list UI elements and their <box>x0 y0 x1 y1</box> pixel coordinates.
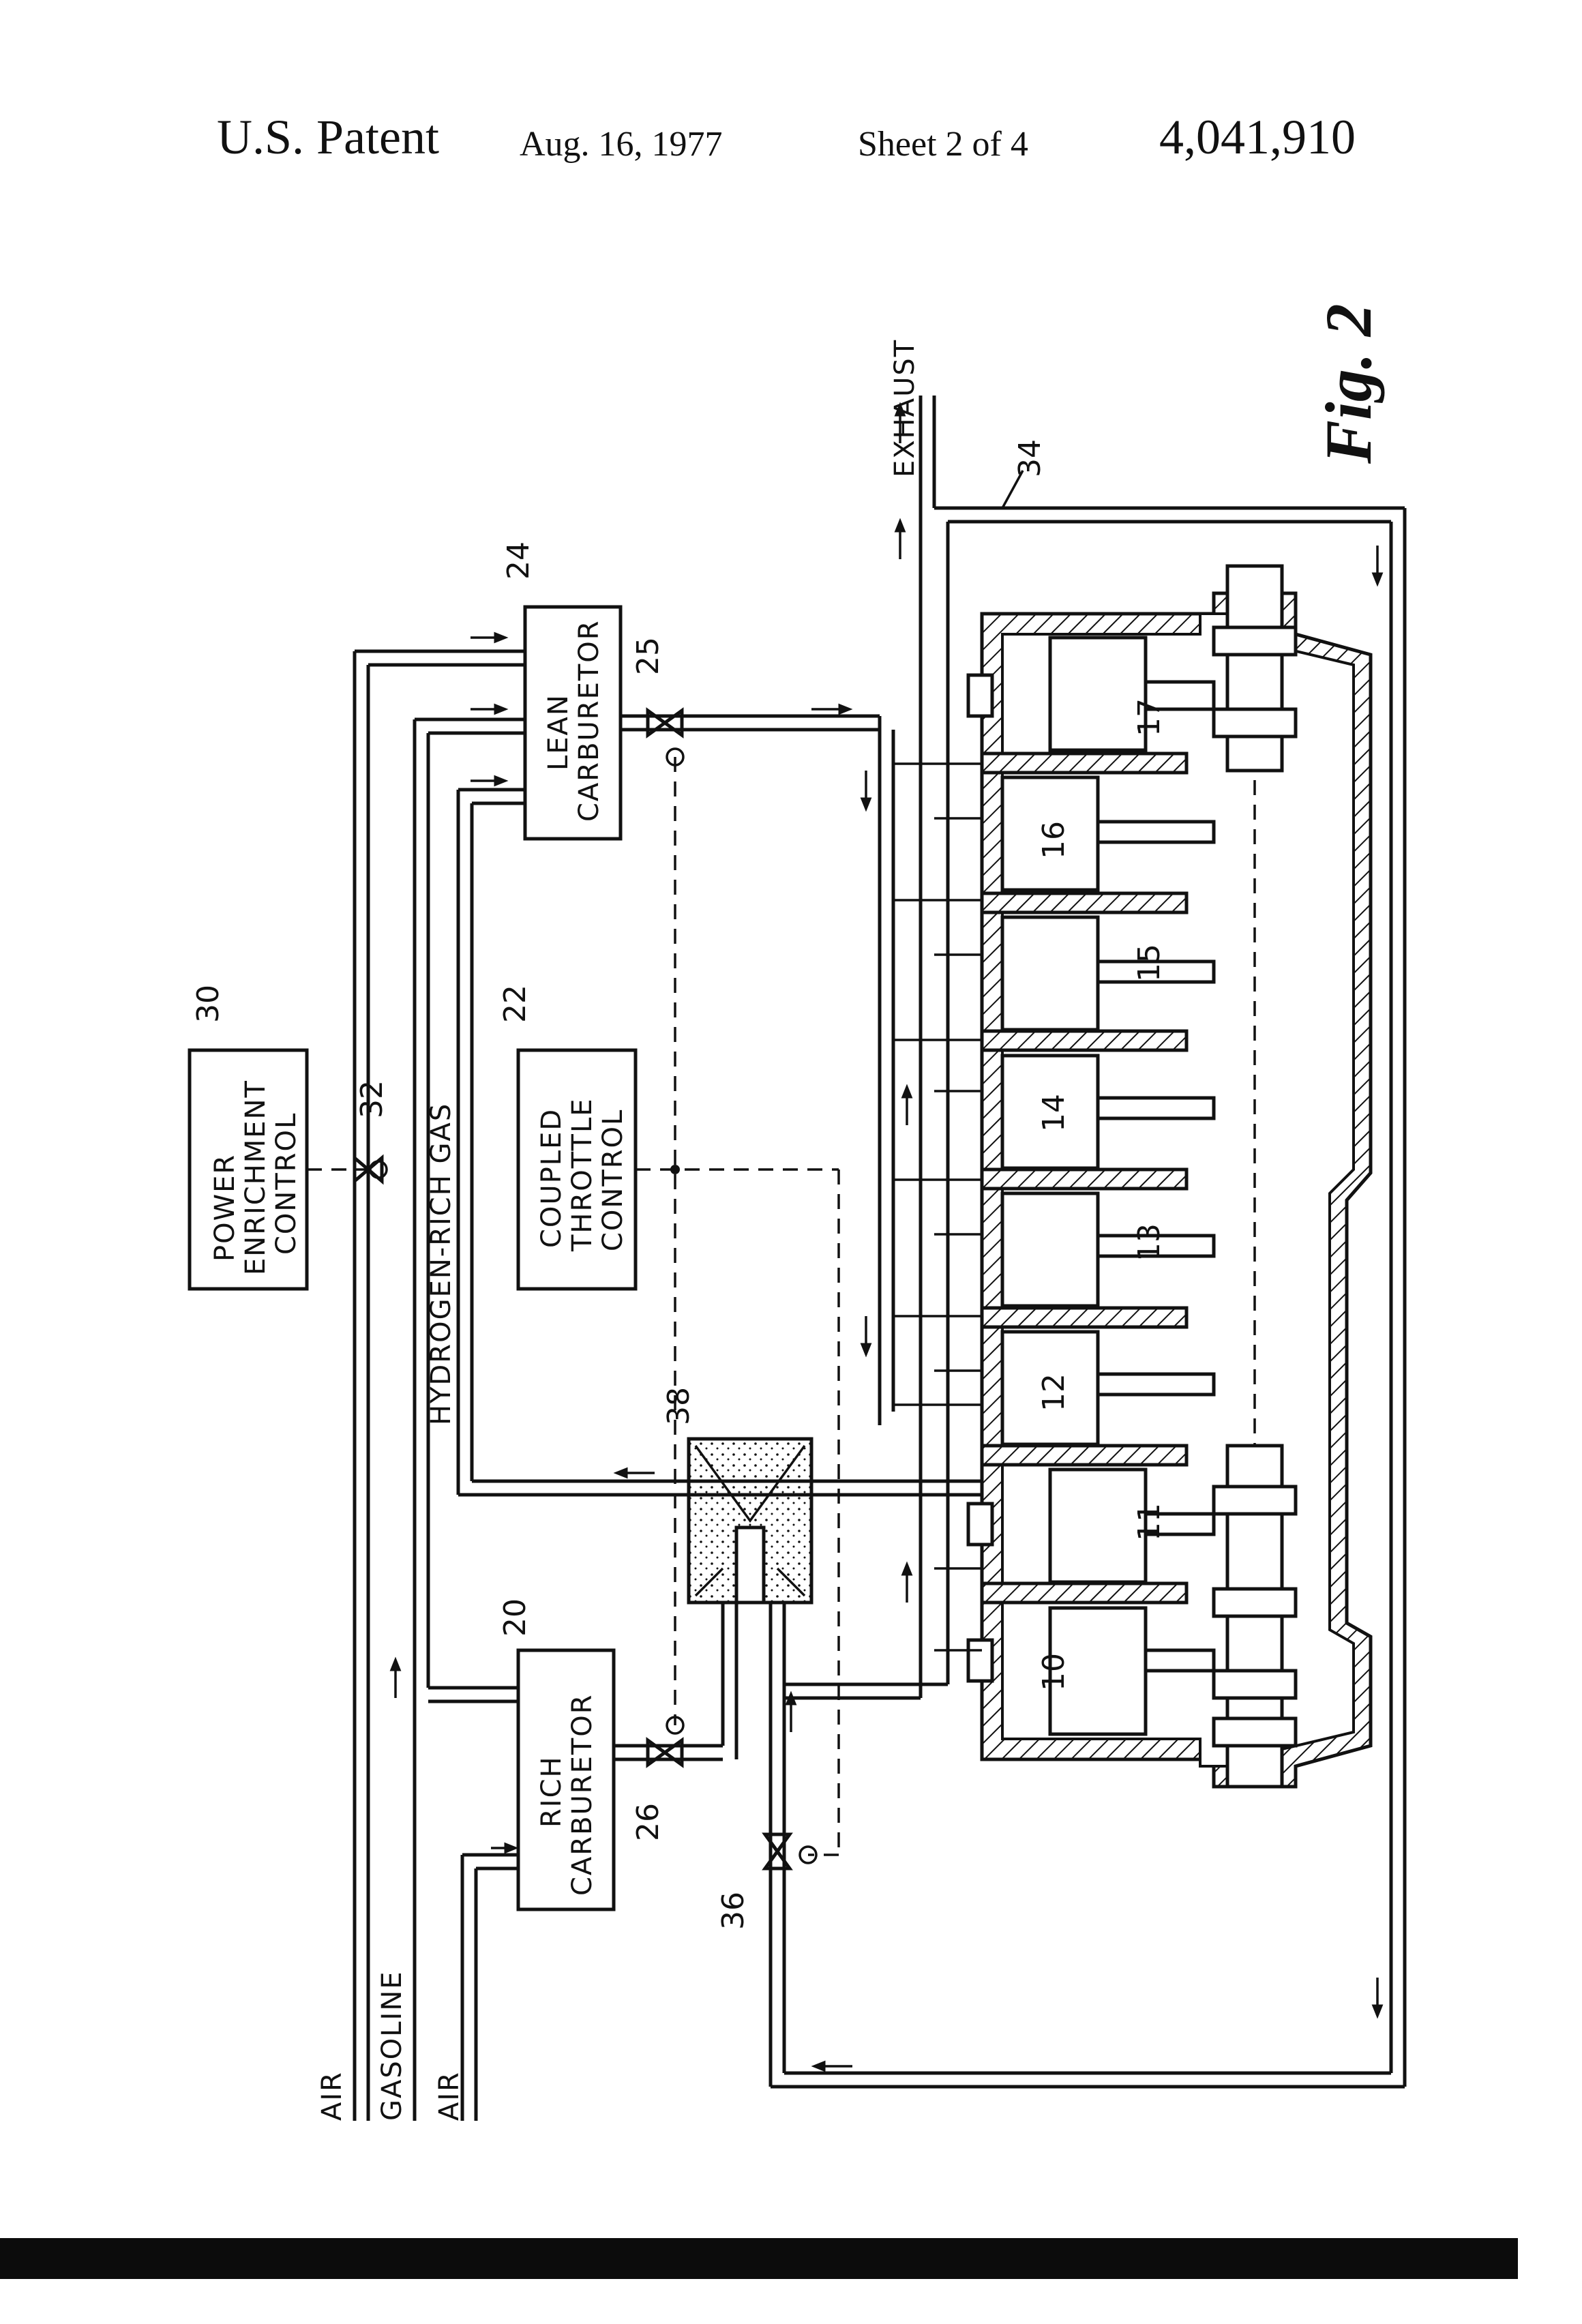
bottom-border-bar <box>0 2238 1518 2279</box>
ref-36: 36 <box>716 1892 751 1930</box>
cylinder-15: 15 <box>1132 944 1167 982</box>
lean-carb-line-1: LEAN <box>543 694 574 771</box>
gasoline-label: GASOLINE <box>376 1970 408 2121</box>
power-enrichment-control: POWER ENRICHMENT CONTROL 30 <box>190 985 307 1289</box>
rich-carb-line-1: RICH <box>536 1755 567 1828</box>
cylinder-16: 16 <box>1036 821 1071 859</box>
cylinder-14: 14 <box>1036 1094 1071 1132</box>
valve-36: 36 <box>716 1834 816 1930</box>
cylinder-12: 12 <box>1036 1373 1071 1412</box>
figure-label: Fig. 2 <box>1312 303 1385 464</box>
power-enrichment-line-1: POWER <box>209 1154 241 1262</box>
air-bottom-label: AIR <box>434 2071 465 2121</box>
coupled-throttle-line-1: COUPLED <box>536 1108 567 1248</box>
cylinder-13: 13 <box>1132 1223 1167 1262</box>
ref-22: 22 <box>498 985 533 1023</box>
ref-34: 34 <box>1013 439 1047 477</box>
hydrogen-gas-label: HYDROGEN-RICH GAS <box>426 1103 457 1425</box>
cylinder-17: 17 <box>1132 698 1167 736</box>
power-enrichment-line-2: ENRICHMENT <box>240 1079 271 1275</box>
lean-carb-line-2: CARBURETOR <box>573 619 605 822</box>
cylinder-11: 11 <box>1132 1503 1167 1541</box>
valve-26: 26 <box>631 1717 683 1841</box>
ref-25: 25 <box>631 637 666 675</box>
ref-30: 30 <box>191 985 226 1023</box>
air-top-label: AIR <box>316 2071 348 2121</box>
ref-38: 38 <box>661 1387 696 1425</box>
cylinder-10: 10 <box>1036 1653 1071 1691</box>
rich-carb-line-2: CARBURETOR <box>567 1693 598 1896</box>
ref-32: 32 <box>355 1080 389 1118</box>
coupled-throttle-control: COUPLED THROTTLE CONTROL 22 <box>498 985 636 1289</box>
lean-carburetor: LEAN CARBURETOR 24 <box>501 541 621 839</box>
ref-20: 20 <box>498 1598 533 1637</box>
exhaust-label: EXHAUST <box>889 339 921 477</box>
ref-24: 24 <box>501 541 536 580</box>
coupled-throttle-line-3: CONTROL <box>597 1109 629 1251</box>
valve-25: 25 <box>631 637 683 765</box>
ref-26: 26 <box>631 1803 666 1841</box>
power-enrichment-line-3: CONTROL <box>271 1112 302 1255</box>
coupled-throttle-line-2: THROTTLE <box>567 1097 598 1252</box>
valve-32: 32 <box>355 1080 389 1181</box>
rich-carburetor: RICH CARBURETOR 20 <box>498 1598 614 1909</box>
